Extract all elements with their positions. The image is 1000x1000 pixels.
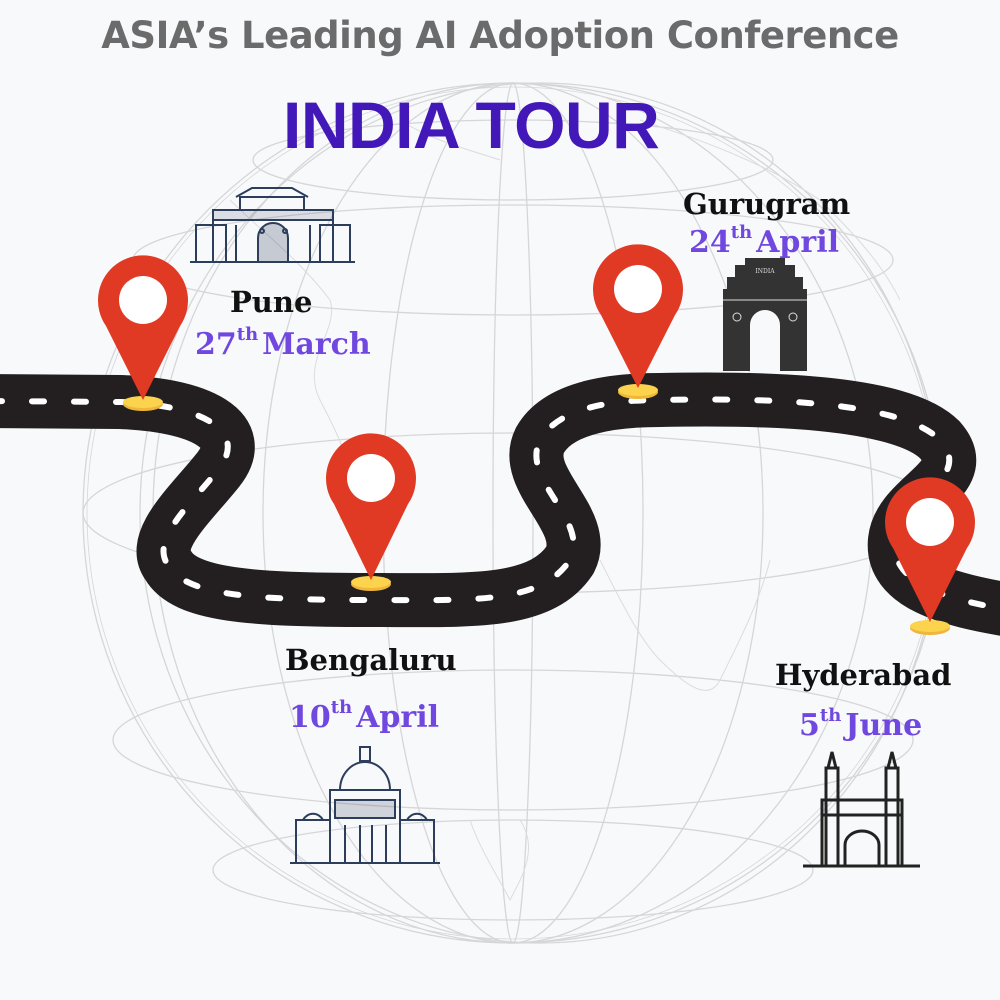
conference-headline: ASIA’s Leading AI Adoption Conference xyxy=(101,14,899,57)
map-pin-icon[interactable] xyxy=(593,244,683,399)
map-pin-icon[interactable] xyxy=(98,255,188,411)
tour-title: INDIA TOUR xyxy=(283,88,660,162)
city-label: Hyderabad xyxy=(775,658,952,692)
city-label: Bengaluru xyxy=(285,643,457,677)
charminar-icon xyxy=(803,751,920,868)
city-label: Gurugram xyxy=(683,187,851,221)
map-pin-icon[interactable] xyxy=(326,433,416,591)
svg-text:INDIA: INDIA xyxy=(755,268,775,275)
vidhana-soudha-icon xyxy=(290,746,440,864)
map-pin-icon[interactable] xyxy=(885,477,976,635)
india-gate-icon: INDIA xyxy=(723,258,807,371)
city-label: Pune xyxy=(230,285,313,319)
shaniwar-wada-icon xyxy=(190,187,355,263)
